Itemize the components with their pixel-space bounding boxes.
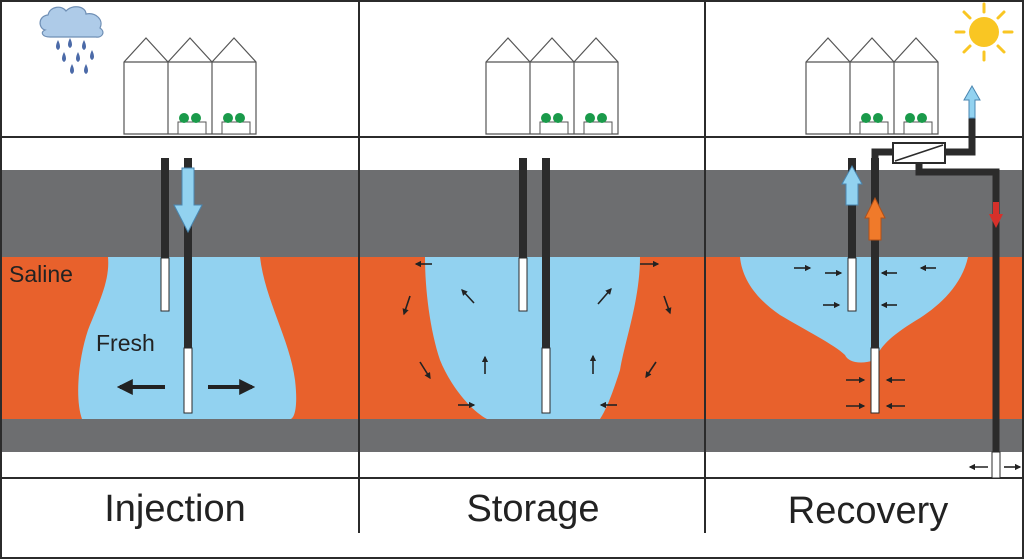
saline-label: Saline	[9, 261, 73, 287]
main-well-casing	[184, 158, 192, 348]
main-well-casing	[871, 158, 879, 348]
greenhouse-icon	[805, 37, 939, 135]
warm-well-casing	[519, 158, 527, 258]
greenhouse-icon	[123, 37, 257, 135]
warm-well-screen	[518, 257, 528, 312]
surface-supply-arrow	[963, 84, 981, 119]
heat-exchanger-icon	[892, 142, 946, 164]
injection-flow-arrow	[173, 167, 203, 234]
greenhouse-icon	[485, 37, 619, 135]
warm-well-up-arrow	[841, 164, 863, 206]
cold-well-screen	[991, 451, 1001, 479]
warm-well-casing	[161, 158, 169, 258]
fresh-label: Fresh	[96, 330, 155, 356]
recovery-system	[841, 84, 1003, 479]
caption-injection: Injection	[104, 488, 246, 530]
main-well-screen	[541, 347, 551, 414]
storage-drift-arrows	[402, 260, 672, 409]
fresh-bubble-storage	[425, 257, 640, 419]
recovery-flow-arrows	[794, 264, 1022, 471]
cold-return-arrow	[989, 202, 1003, 228]
caption-storage: Storage	[466, 488, 599, 530]
caption-recovery: Recovery	[788, 490, 949, 532]
warm-well-screen	[847, 257, 857, 312]
warm-well-casing	[848, 158, 856, 258]
panel-dividers	[358, 2, 706, 533]
storage-wells	[518, 158, 551, 414]
production-up-arrow	[864, 196, 886, 241]
sun-icon	[954, 2, 1014, 62]
main-well-screen	[183, 347, 193, 414]
injection-wells	[116, 158, 256, 414]
main-well-screen	[870, 347, 880, 414]
rain-cloud-icon	[39, 6, 104, 74]
main-well-casing	[542, 158, 550, 348]
lower-confining-layer	[2, 419, 1022, 452]
warm-well-screen	[160, 257, 170, 312]
